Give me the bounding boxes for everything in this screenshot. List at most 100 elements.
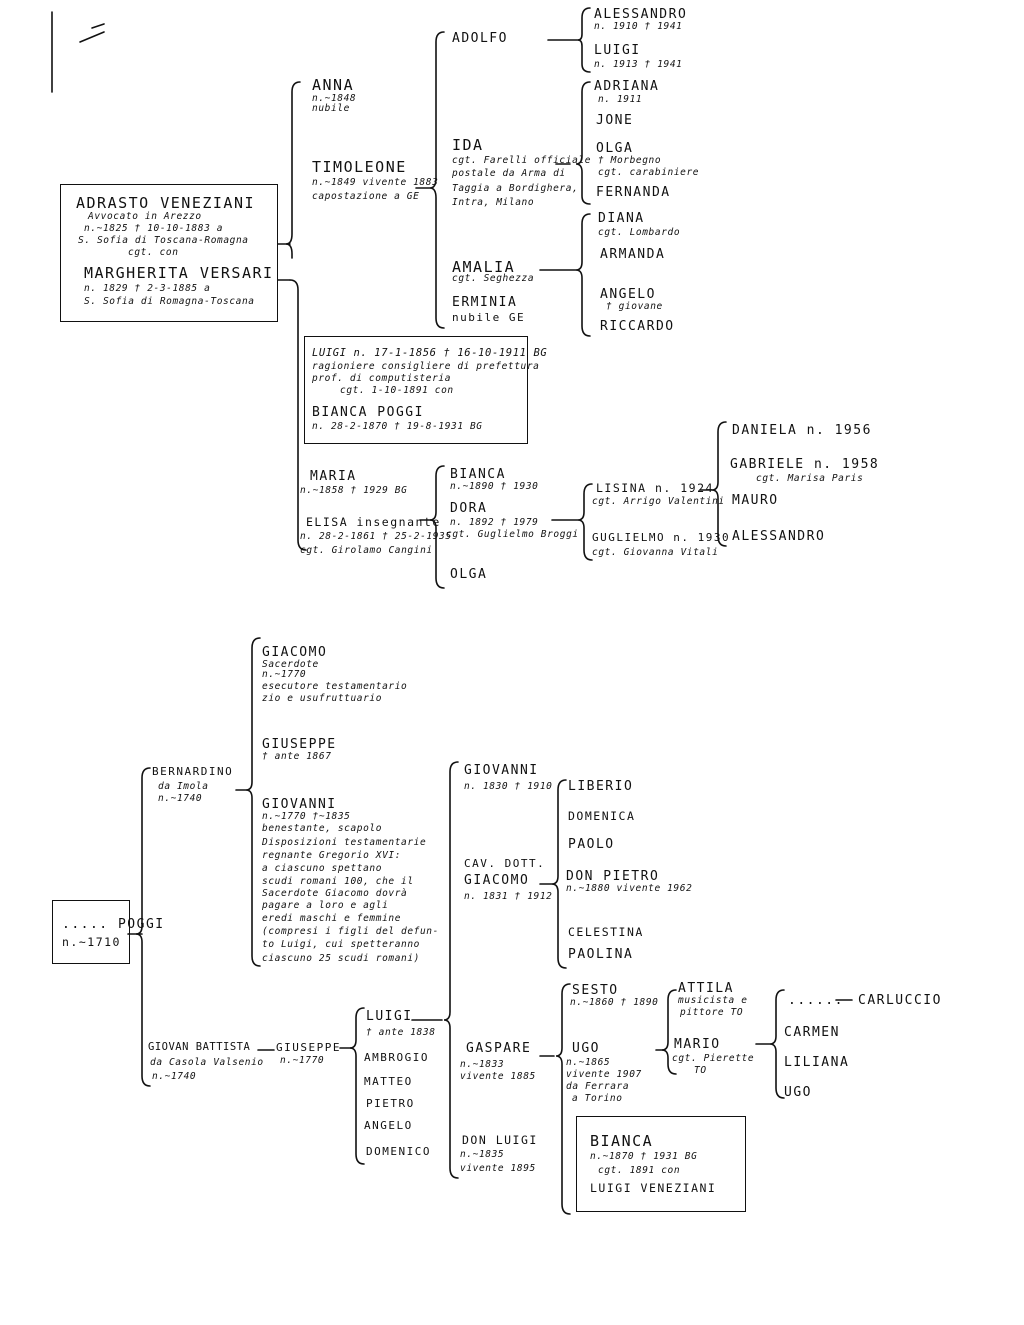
elisa-dates: n. 28-2-1861 † 25-2-1935 [300,531,452,542]
mario-name: MARIO [674,1037,721,1052]
mario-city: TO [694,1065,707,1076]
olga1-married: cgt. carabiniere [598,167,700,178]
giuseppe2-dates: n.~1770 [280,1055,325,1066]
ida-name: IDA [452,136,484,154]
liberio-name: LIBERIO [568,779,634,794]
ida-line4: Intra, Milano [452,197,535,208]
olga1-death: † Morbegno [598,155,662,166]
sesto-dates: n.~1860 † 1890 [570,997,659,1008]
sesto-name: SESTO [572,983,619,998]
olga1-name: OLGA [596,141,634,156]
poggi-root-box [52,900,130,964]
celestina-name: CELESTINA [568,925,644,939]
ugo1-dates: n.~1865 [566,1057,611,1068]
daniela-name: DANIELA n. 1956 [732,423,872,438]
poggi-root-dates: n.~1710 [62,935,121,949]
attila-name: ATTILA [678,981,734,996]
luigi-t1-name: LUIGI [594,43,641,58]
diana-married: cgt. Lombardo [598,227,681,238]
root-spouse-place: S. Sofia di Romagna-Toscana [84,296,255,307]
erminia-name: ERMINIA [452,295,518,310]
don-luigi-dates: n.~1835 [460,1149,505,1160]
don-luigi-vivente: vivente 1895 [460,1163,536,1174]
bianca-poggi-name: BIANCA POGGI [312,405,424,420]
gabriele-name: GABRIELE n. 1958 [730,457,880,472]
root-dates: n.~1825 † 10-10-1883 a [84,223,224,234]
bianca2-name: BIANCA [450,467,506,482]
giacomo-sac-line1: Sacerdote [262,659,319,670]
don-luigi-name: DON LUIGI [462,1133,538,1147]
gaspare-vivente: vivente 1885 [460,1071,536,1082]
domenica-name: DOMENICA [568,809,636,823]
giovanni-b-line11: to Luigi, cui spetteranno [262,939,420,950]
giovanni-b-line3: Disposizioni testamentarie [262,837,427,848]
gaspare-dates: n.~1833 [460,1059,505,1070]
alessandro1-dates: n. 1910 † 1941 [594,21,683,32]
don-pietro-dates: n.~1880 vivente 1962 [566,883,693,894]
lisina-married: cgt. Arrigo Valentini [592,496,725,507]
diana-name: DIANA [598,211,645,226]
giacomo-dott-dates: n. 1831 † 1912 [464,891,553,902]
guglielmo-married: cgt. Giovanna Vitali [592,547,719,558]
giuseppe2-name: GIUSEPPE [276,1041,341,1054]
ida-line3: Taggia a Bordighera, [452,183,579,194]
giovanni-b-line4: regnante Gregorio XVI: [262,850,402,861]
carmen-name: CARMEN [784,1025,840,1040]
ugo1-to: a Torino [572,1093,623,1104]
carluccio-name: CARLUCCIO [858,993,942,1008]
dora-dates: n. 1892 † 1979 [450,517,539,528]
giovanni2-dates: n. 1830 † 1910 [464,781,553,792]
amalia-married: cgt. Seghezza [452,273,535,284]
pietro-name: PIETRO [366,1097,415,1110]
giacomo-sac-line3: esecutore testamentario [262,681,408,692]
bianca-luigi-box [576,1116,746,1212]
maria-name: MARIA [310,469,357,484]
giovanni-b-line8: pagare a loro e agli [262,900,389,911]
bianca-box-name: BIANCA [590,1132,654,1150]
giovanni-b-line9: eredi maschi e femmine [262,913,402,924]
luigi2-dates: † ante 1838 [366,1027,436,1038]
dora-name: DORA [450,501,488,516]
erminia-status: nubile GE [452,311,526,324]
guglielmo-name: GUGLIELMO n. 1930 [592,531,731,544]
elisa-name: ELISA insegnante [306,515,441,529]
attila-job2: pittore TO [680,1007,744,1018]
gabriele-married: cgt. Marisa Paris [756,473,864,484]
root-place: S. Sofia di Toscana-Romagna [78,235,249,246]
matteo-name: MATTEO [364,1075,413,1088]
domenico-name: DOMENICO [366,1145,431,1158]
attila-job1: musicista e [678,995,748,1006]
timoleone-dates: n.~1849 vivente 1883 [312,177,439,188]
armanda-name: ARMANDA [600,247,666,262]
giovanni2-name: GIOVANNI [464,763,539,778]
root-profession: Avvocato in Arezzo [88,211,202,222]
unknown-child-dots: ...... [788,993,844,1008]
giovanbattista-name: GIOVAN BATTISTA [148,1041,251,1053]
angelo1-name: ANGELO [600,287,656,302]
bianca-box-married: cgt. 1891 con [598,1165,681,1176]
adriana-name: ADRIANA [594,79,660,94]
liliana-name: LILIANA [784,1055,850,1070]
luigi-t1-dates: n. 1913 † 1941 [594,59,683,70]
ida-line2: postale da Arma di [452,168,566,179]
anna-name: ANNA [312,76,355,94]
bernardino-name: BERNARDINO [152,765,234,778]
giovanni-b-line5: a ciascuno spettano [262,863,383,874]
giovanbattista-dates: n.~1740 [152,1071,197,1082]
luigi-bianca-box [304,336,528,444]
luigi-bg-line3: prof. di computisteria [312,373,452,384]
amalia-name: AMALIA [452,258,516,276]
bianca-box-dates: n.~1870 † 1931 BG [590,1151,698,1162]
timoleone-job: capostazione a GE [312,191,420,202]
giacomo-dott-name: GIACOMO [464,873,530,888]
mario-married: cgt. Pierette [672,1053,755,1064]
giacomo-sac-line2: n.~1770 [262,669,307,680]
poggi-root-name: ..... POGGI [62,917,165,932]
jone-name: JONE [596,113,634,128]
root-couple-box [60,184,278,322]
ugo1-name: UGO [572,1041,600,1056]
alessandro2-name: ALESSANDRO [732,529,826,544]
timoleone-name: TIMOLEONE [312,158,407,176]
giacomo-sac-name: GIACOMO [262,645,328,660]
